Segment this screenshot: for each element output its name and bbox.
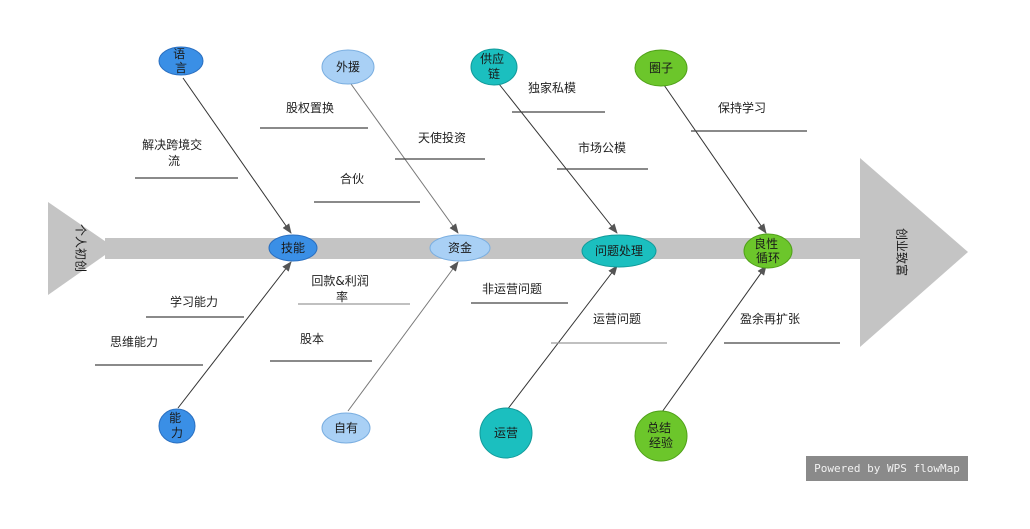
node-waiyuan bbox=[321, 49, 375, 85]
node-quanzi bbox=[634, 49, 688, 87]
node-zongjie-label: 总结 经验 bbox=[647, 421, 675, 450]
node-yunying-label: 运营 bbox=[494, 426, 518, 440]
node-xunhuan-line1: 良性 bbox=[754, 236, 778, 251]
node-yuyan-line1: 语 bbox=[173, 47, 185, 61]
factor-tianshi: 天使投资 bbox=[418, 130, 466, 145]
node-jineng-label: 技能 bbox=[281, 241, 305, 255]
node-xunhuan bbox=[743, 233, 793, 269]
node-yuyan-label: 语 言 bbox=[173, 47, 189, 75]
factor-jiejue-line2: 流 bbox=[168, 154, 180, 168]
node-zongjie-line2: 经验 bbox=[649, 435, 673, 450]
tail-label: 个人初创 bbox=[74, 224, 88, 272]
branch-yunying bbox=[506, 265, 618, 411]
factor-feiyunying: 非运营问题 bbox=[482, 282, 542, 296]
node-zongjie bbox=[634, 410, 688, 462]
node-zijin bbox=[429, 234, 491, 262]
fish-tail bbox=[48, 202, 115, 295]
factor-jiejue: 解决跨境交 流 bbox=[142, 137, 206, 168]
factor-yingyu: 盈余再扩张 bbox=[740, 311, 800, 326]
node-xunhuan-label: 良性 循环 bbox=[754, 236, 782, 265]
node-zongjie-line1: 总结 bbox=[647, 421, 671, 435]
node-nengli-line2: 力 bbox=[171, 426, 183, 440]
factor-guquan: 股权置换 bbox=[286, 101, 334, 115]
node-ziyou-label: 自有 bbox=[334, 421, 358, 435]
factor-hehuo: 合伙 bbox=[340, 171, 364, 186]
factor-huikuan: 回款&利润 率 bbox=[311, 274, 372, 304]
node-yuyan bbox=[158, 46, 204, 76]
head-label: 创业致富 bbox=[895, 228, 910, 276]
node-waiyuan-label: 外援 bbox=[336, 60, 360, 74]
node-wenti bbox=[581, 234, 657, 268]
branch-yuyan bbox=[182, 77, 292, 234]
factor-huikuan-line1: 回款&利润 bbox=[311, 274, 368, 288]
factor-yunyingwenti: 运营问题 bbox=[593, 312, 641, 326]
factor-xuexi: 学习能力 bbox=[170, 294, 218, 309]
node-ziyou bbox=[321, 412, 371, 444]
node-gongying bbox=[470, 48, 518, 86]
branch-zongjie bbox=[661, 265, 767, 413]
node-xunhuan-line2: 循环 bbox=[756, 251, 780, 265]
node-gongying-label: 供应 链 bbox=[480, 51, 508, 81]
node-quanzi-label: 圈子 bbox=[649, 61, 673, 75]
factor-jiejue-line1: 解决跨境交 bbox=[142, 137, 202, 152]
factor-huikuan-line2: 率 bbox=[336, 289, 348, 304]
node-gongying-line2: 链 bbox=[488, 66, 500, 81]
node-nengli-line1: 能 bbox=[169, 411, 181, 425]
branch-ziyou bbox=[347, 261, 459, 412]
node-gongying-line1: 供应 bbox=[480, 51, 504, 66]
branch-quanzi bbox=[663, 84, 767, 234]
factor-shichang: 市场公模 bbox=[578, 140, 626, 155]
branch-gongying bbox=[498, 83, 618, 234]
node-yuyan-line2: 言 bbox=[175, 61, 187, 75]
node-zijin-label: 资金 bbox=[448, 240, 472, 255]
fish-head bbox=[860, 158, 968, 347]
node-jineng bbox=[268, 234, 318, 262]
node-nengli bbox=[158, 408, 196, 444]
node-wenti-label: 问题处理 bbox=[595, 244, 643, 258]
node-yunying bbox=[479, 407, 533, 459]
node-nengli-label: 能 力 bbox=[169, 411, 185, 440]
factor-siwei: 思维能力 bbox=[110, 335, 158, 349]
factor-baochi: 保持学习 bbox=[718, 100, 766, 115]
wps-watermark: Powered by WPS flowMap bbox=[806, 456, 968, 481]
branch-nengli bbox=[177, 261, 292, 409]
factor-dujia: 独家私模 bbox=[528, 80, 576, 95]
factor-guben: 股本 bbox=[300, 332, 324, 346]
